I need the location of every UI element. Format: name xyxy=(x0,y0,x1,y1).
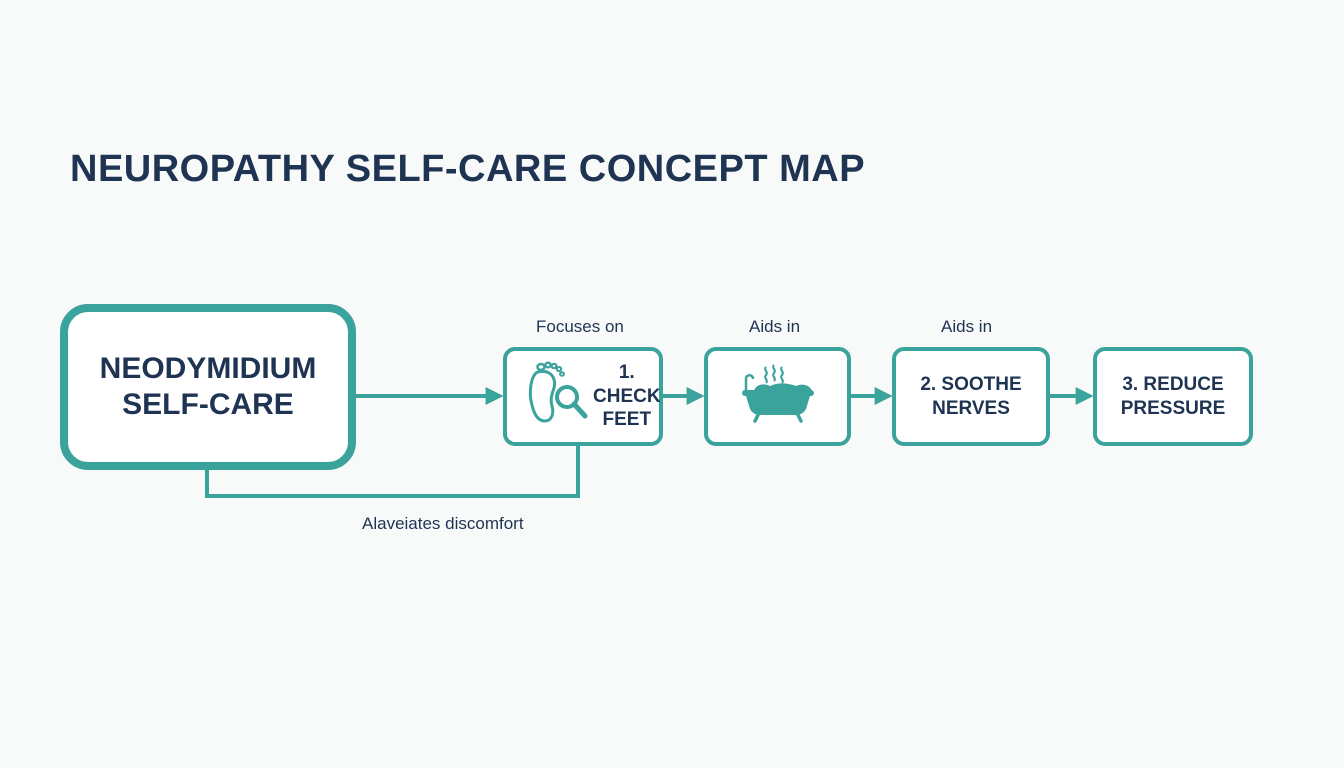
diagram-title: NEUROPATHY SELF-CARE CONCEPT MAP xyxy=(70,148,866,190)
main-node-line1: NEODYMIDIUM xyxy=(99,352,317,385)
node-main-self-care: NEODYMIDIUM SELF-CARE xyxy=(60,304,356,470)
node-reduce-pressure: 3. REDUCE PRESSURE xyxy=(1093,347,1253,446)
foot-magnifier-icon xyxy=(523,361,593,432)
bathtub-icon xyxy=(738,363,818,430)
soothe-line1: 2. SOOTHE xyxy=(920,373,1022,395)
check-feet-label: 1. CHECK FEET xyxy=(593,361,661,431)
node-check-feet: 1. CHECK FEET xyxy=(503,347,663,446)
soothe-line2: NERVES xyxy=(932,397,1010,419)
node-bath xyxy=(704,347,851,446)
edge-label-alleviates-discomfort: Alaveiates discomfort xyxy=(362,514,524,533)
edge-label-focuses-on: Focuses on xyxy=(536,317,624,336)
node-soothe-nerves: 2. SOOTHE NERVES xyxy=(892,347,1050,446)
feedback-connector xyxy=(205,446,580,498)
edge-label-aids-in-2: Aids in xyxy=(941,317,993,336)
edge-label-aids-in-1: Aids in xyxy=(749,317,801,336)
main-node-line2: SELF-CARE xyxy=(122,388,294,421)
reduce-line1: 3. REDUCE xyxy=(1122,373,1224,395)
reduce-line2: PRESSURE xyxy=(1120,397,1226,419)
